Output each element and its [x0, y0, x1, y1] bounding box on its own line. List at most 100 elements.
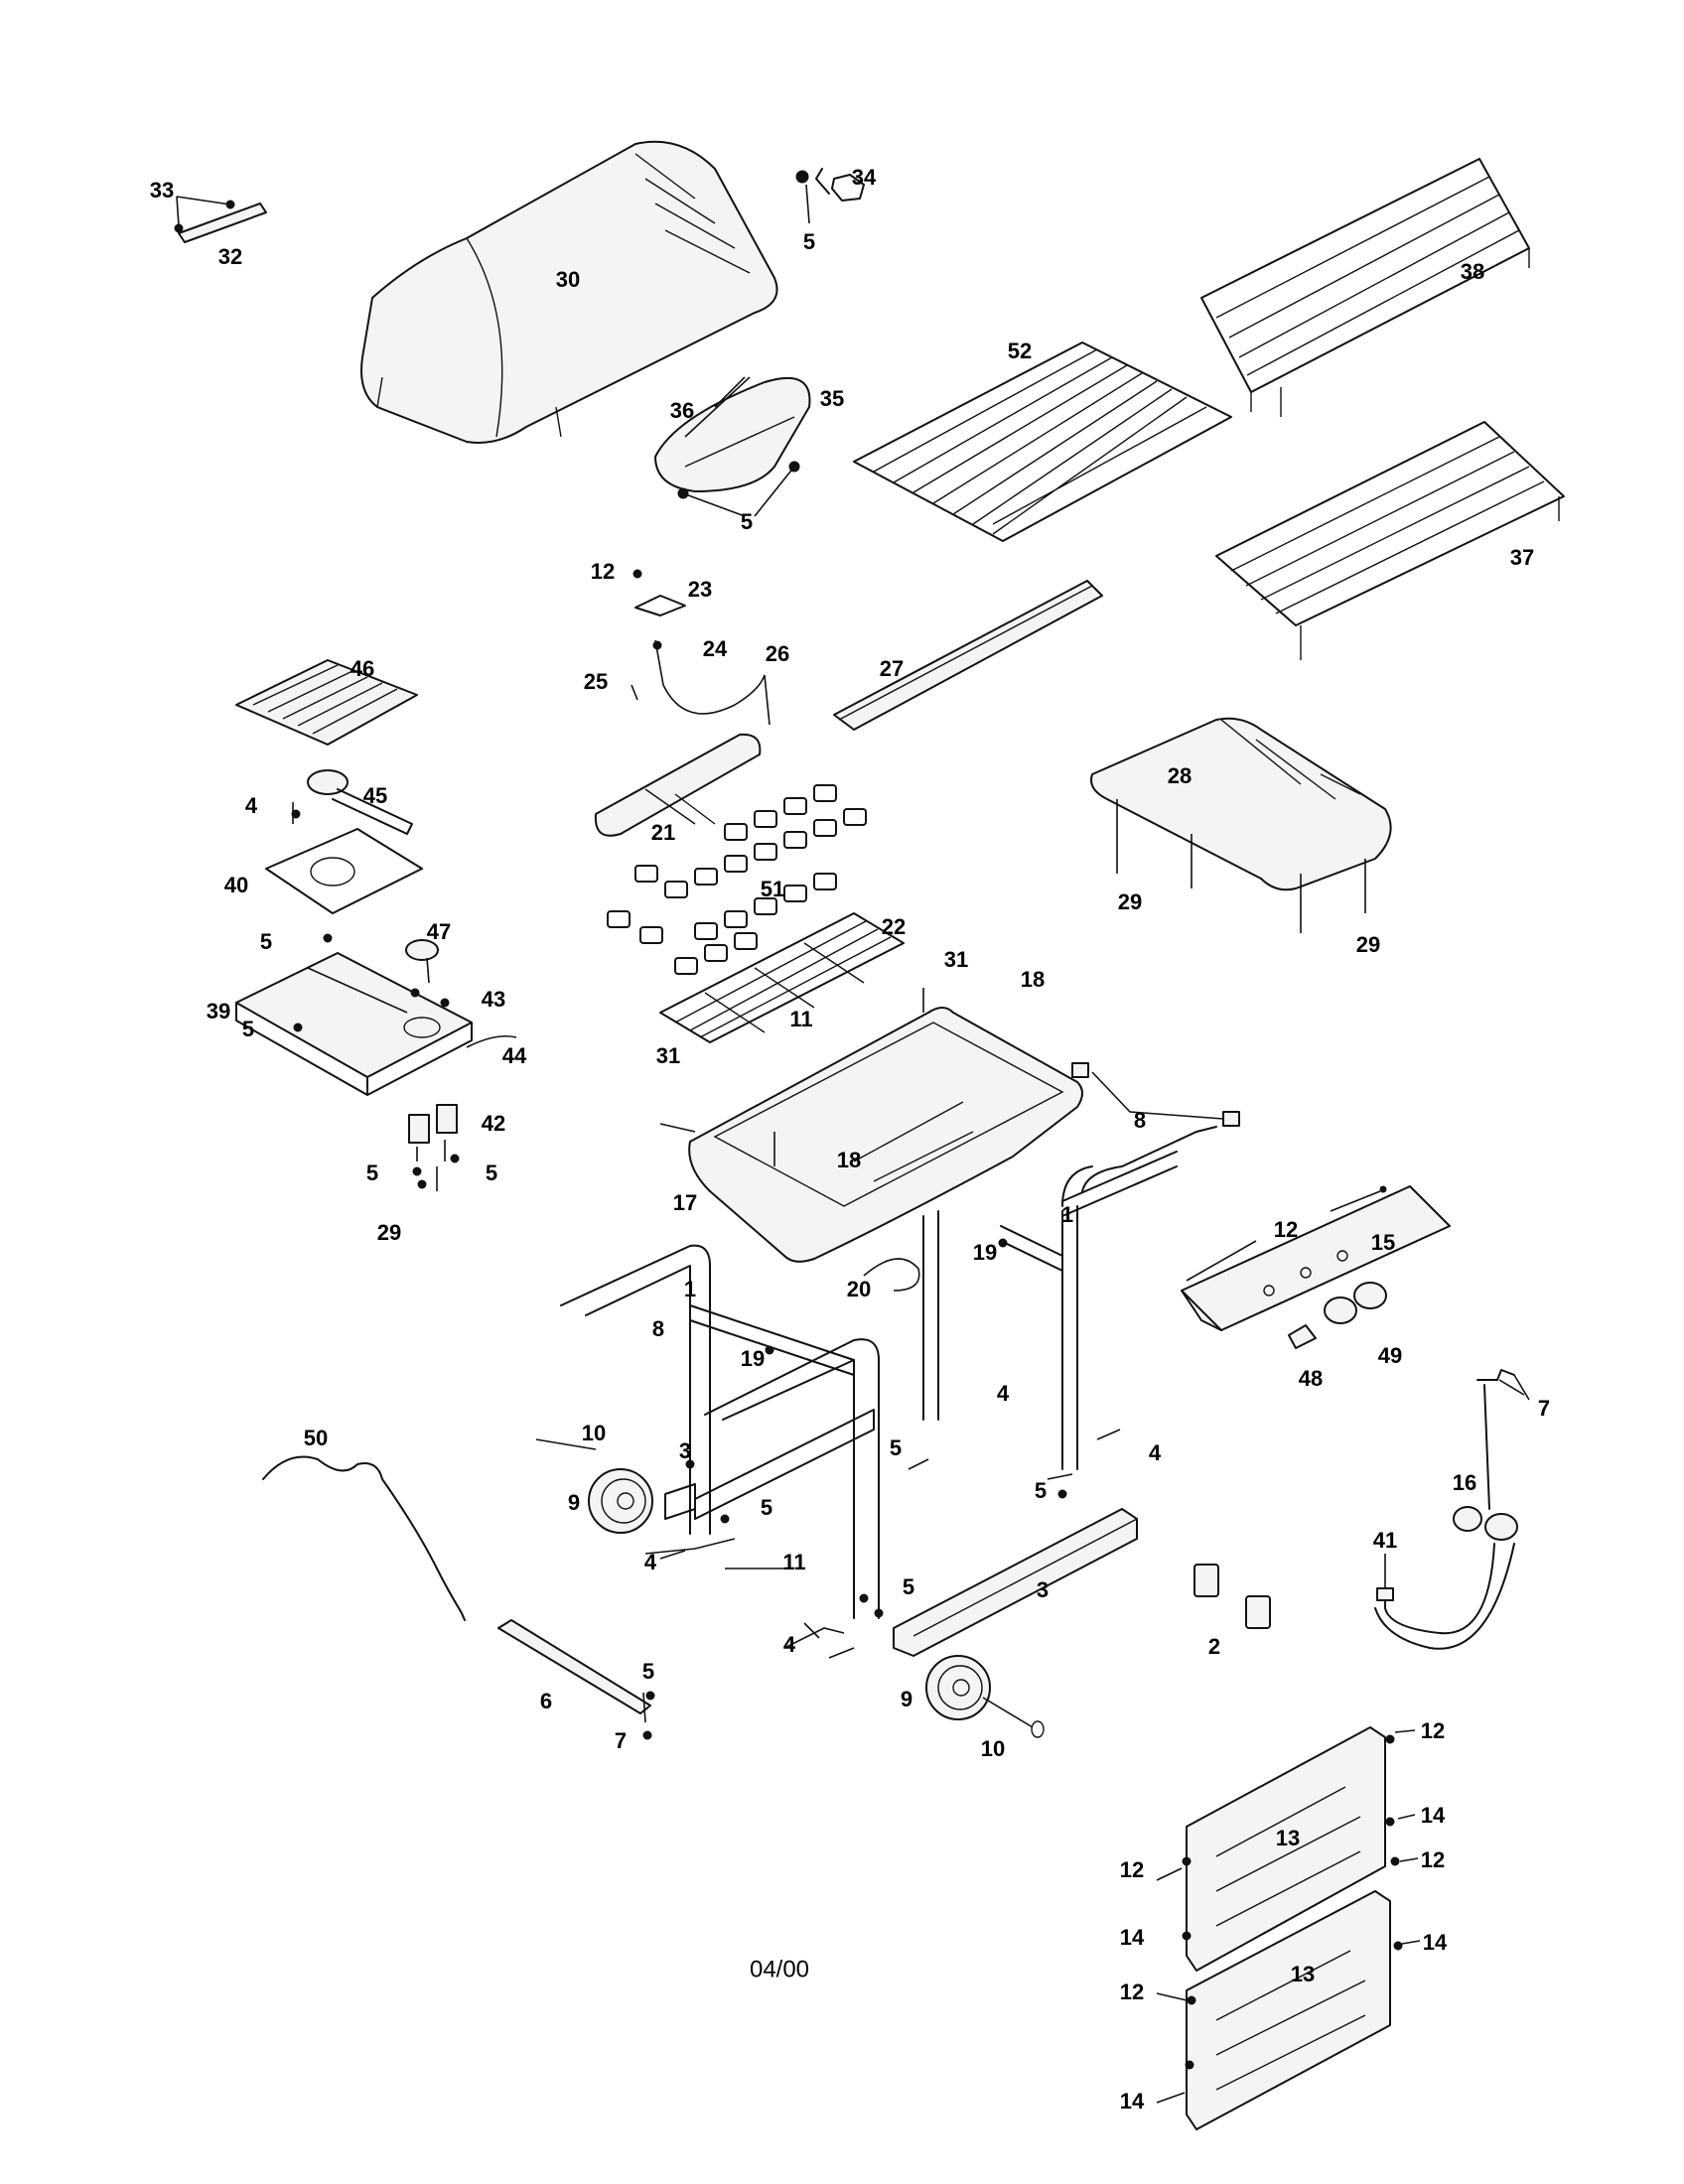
callout-6: 6	[540, 1689, 552, 1713]
callout-2: 2	[1208, 1634, 1220, 1659]
callout-31: 31	[656, 1043, 680, 1068]
callout-7: 7	[1538, 1396, 1550, 1421]
callout-25: 25	[584, 669, 608, 694]
callout-1: 1	[1061, 1202, 1073, 1227]
callout-30: 30	[556, 267, 580, 292]
part-13-shelf-panel-upper	[1186, 1726, 1386, 1972]
part-47-side-burner-knob	[405, 939, 517, 1048]
callout-7: 7	[615, 1728, 627, 1753]
callout-5: 5	[242, 1017, 254, 1041]
callout-12: 12	[1274, 1217, 1298, 1242]
callout-51: 51	[761, 877, 784, 901]
callout-17: 17	[673, 1190, 697, 1215]
part-9-wheel-right	[925, 1655, 1045, 1738]
callout-29: 29	[1356, 932, 1380, 957]
callout-5: 5	[366, 1160, 378, 1185]
part-6-shelf-rail	[497, 1619, 651, 1723]
part-15-control-panel	[1181, 1185, 1451, 1331]
part-34-temp-gauge	[795, 168, 865, 224]
fasteners	[291, 809, 1530, 2104]
part-3-bottom-rail	[893, 1508, 1138, 1657]
callout-32: 32	[218, 244, 242, 269]
callout-1: 1	[684, 1277, 696, 1301]
callout-4: 4	[644, 1550, 657, 1574]
callout-9: 9	[568, 1490, 580, 1515]
part-49-control-knobs	[1324, 1282, 1387, 1324]
part-22-rock-grate	[659, 912, 905, 1043]
callout-12: 12	[591, 559, 615, 584]
part-52-cooking-grate	[853, 341, 1232, 542]
part-16-regulator-hose	[1374, 1369, 1518, 1650]
part-28-side-shelf	[1090, 717, 1392, 933]
callout-19: 19	[741, 1346, 765, 1371]
callout-10: 10	[582, 1421, 606, 1445]
callout-49: 49	[1378, 1343, 1402, 1368]
callout-36: 36	[670, 398, 694, 423]
callout-5: 5	[761, 1495, 772, 1520]
part-39-side-burner-shelf	[235, 952, 473, 1096]
part-45-side-burner	[307, 769, 413, 835]
part-8-frame-caps	[1071, 1062, 1240, 1127]
part-35-lid-handle	[654, 376, 811, 517]
callout-44: 44	[502, 1043, 527, 1068]
callout-5: 5	[741, 509, 753, 534]
part-30-grill-lid	[360, 140, 778, 444]
callout-9: 9	[901, 1687, 912, 1711]
part-27-heat-bar	[833, 580, 1103, 731]
callout-21: 21	[651, 820, 675, 845]
callout-3: 3	[679, 1438, 691, 1463]
callout-5: 5	[486, 1160, 497, 1185]
callout-14: 14	[1421, 1803, 1446, 1828]
callout-11: 11	[782, 1550, 805, 1574]
callout-20: 20	[847, 1277, 871, 1301]
callout-12: 12	[1120, 1979, 1144, 2004]
callout-41: 41	[1373, 1528, 1397, 1553]
callout-52: 52	[1008, 339, 1032, 363]
part-9-wheel-left	[535, 1438, 653, 1534]
callout-29: 29	[1118, 889, 1142, 914]
callout-14: 14	[1423, 1930, 1448, 1955]
callout-4: 4	[783, 1632, 796, 1657]
callout-33: 33	[150, 178, 174, 203]
callout-18: 18	[837, 1148, 861, 1172]
callout-14: 14	[1120, 2089, 1145, 2114]
callout-47: 47	[427, 919, 451, 944]
footer-date-code: 04/00	[750, 1956, 809, 1982]
callout-26: 26	[766, 641, 789, 666]
callout-11: 11	[789, 1007, 812, 1031]
callout-18: 18	[1021, 967, 1045, 992]
part-17-firebox	[659, 988, 1083, 1263]
callout-10: 10	[981, 1736, 1005, 1761]
callout-8: 8	[1134, 1108, 1146, 1133]
callout-42: 42	[482, 1111, 505, 1136]
callout-12: 12	[1120, 1857, 1144, 1882]
part-23-igniter-bracket	[631, 569, 771, 726]
callout-5: 5	[260, 929, 272, 954]
callout-14: 14	[1120, 1925, 1145, 1950]
part-38-warming-rack	[1200, 158, 1530, 417]
callout-5: 5	[903, 1574, 914, 1599]
callout-24: 24	[703, 636, 728, 661]
callout-48: 48	[1299, 1366, 1323, 1391]
callout-4: 4	[245, 793, 258, 818]
callout-5: 5	[1035, 1478, 1047, 1503]
callout-8: 8	[652, 1316, 664, 1341]
callout-3: 3	[1037, 1577, 1049, 1602]
callout-35: 35	[820, 386, 844, 411]
callout-40: 40	[224, 873, 248, 897]
callout-27: 27	[880, 656, 904, 681]
callout-16: 16	[1453, 1470, 1476, 1495]
part-1-cart-frame	[560, 1126, 1217, 1619]
part-51-briquettes	[607, 784, 867, 975]
callout-45: 45	[363, 783, 387, 808]
callout-28: 28	[1168, 763, 1192, 788]
part-50-hose-retainer	[262, 1455, 466, 1621]
callout-4: 4	[997, 1381, 1010, 1406]
callout-50: 50	[304, 1426, 328, 1450]
callout-39: 39	[207, 999, 230, 1024]
callout-19: 19	[973, 1240, 997, 1265]
callout-15: 15	[1371, 1230, 1395, 1255]
part-20-hose-clip	[863, 1258, 920, 1292]
callout-12: 12	[1421, 1847, 1445, 1872]
